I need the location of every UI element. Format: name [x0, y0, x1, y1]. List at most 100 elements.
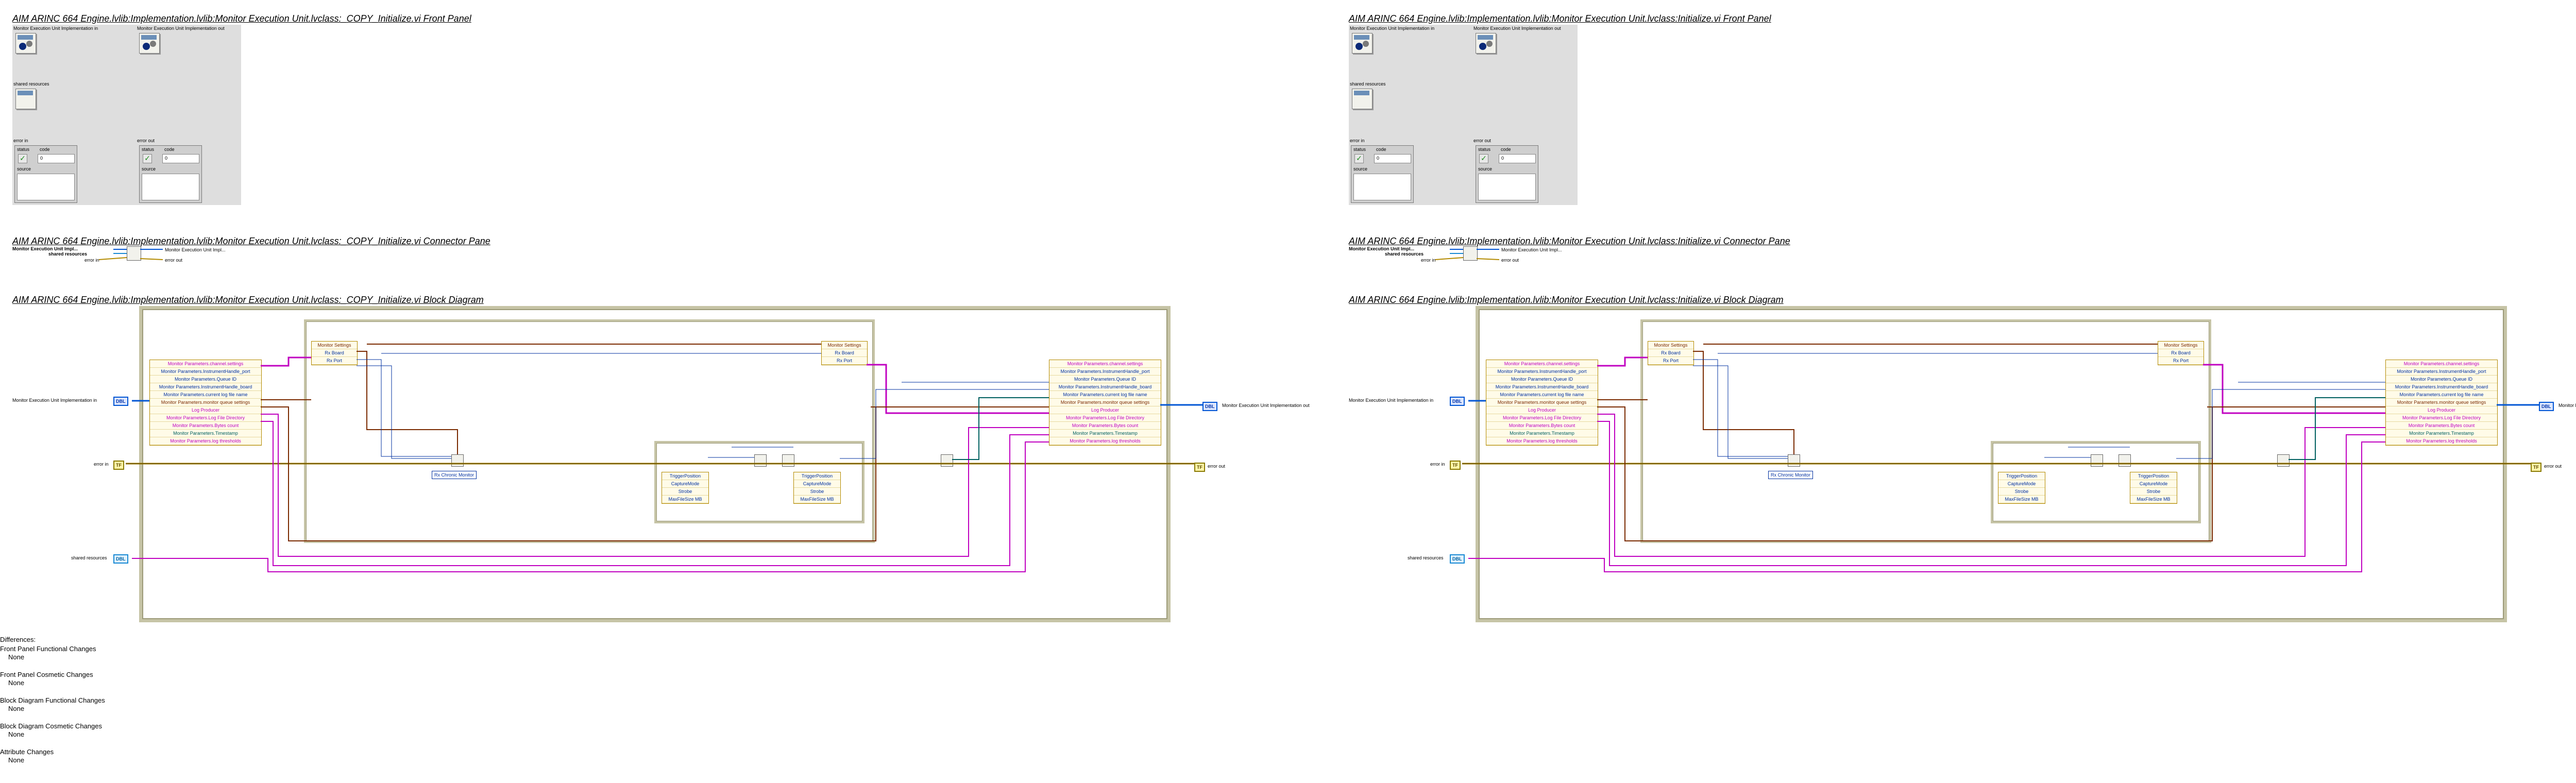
capture-settings-left[interactable]: TriggerPosition CaptureMode Strobe MaxFi… [662, 472, 709, 504]
unbundle-settings-left[interactable]: Monitor Settings Rx Board Rx Port [1648, 341, 1694, 365]
meu-out-terminal[interactable]: DBL [1202, 402, 1217, 411]
settings-row: Monitor Settings [2158, 342, 2204, 349]
meu-in-terminal[interactable]: DBL [113, 397, 128, 406]
source-field[interactable] [17, 174, 75, 200]
capture-settings-left[interactable]: TriggerPosition CaptureMode Strobe MaxFi… [1998, 472, 2045, 504]
meu-out-label: Monitor Execution Unit Implementation ou… [2558, 403, 2576, 408]
subvi-icon[interactable] [2277, 454, 2290, 467]
unbundle-settings-left[interactable]: Monitor Settings Rx Board Rx Port [311, 341, 358, 365]
bundle-row: Monitor Parameters.InstrumentHandle_port [1486, 368, 1598, 376]
error-out-cluster[interactable]: status code ✓ 0 source [139, 145, 202, 203]
code-label: code [1501, 147, 1511, 152]
capture-row: Strobe [2130, 488, 2177, 496]
error-out-terminal[interactable]: TF [2531, 463, 2541, 472]
connector-in-1: Monitor Execution Unit Impl... [12, 246, 78, 251]
diff-bd-functional-value: None [8, 705, 25, 712]
capture-settings-right[interactable]: TriggerPosition CaptureMode Strobe MaxFi… [2130, 472, 2177, 504]
front-panel-title: AIM ARINC 664 Engine.lvlib:Implementatio… [1349, 13, 1771, 24]
capture-row: CaptureMode [662, 480, 708, 488]
status-label: status [1353, 147, 1366, 152]
class-out-icon[interactable] [139, 33, 160, 54]
class-in-icon[interactable] [15, 33, 36, 54]
unbundle-node-left[interactable]: Monitor Parameters.channel.settings Moni… [1486, 360, 1598, 446]
settings-row: Rx Board [2158, 349, 2204, 357]
code-field[interactable]: 0 [1499, 154, 1536, 163]
code-field[interactable]: 0 [38, 154, 75, 163]
error-in-cluster[interactable]: status code ✓ 0 source [14, 145, 77, 203]
subvi-icon[interactable] [1788, 454, 1800, 467]
rx-chronic-monitor-enum[interactable]: Rx Chronic Monitor [432, 471, 477, 479]
subvi-icon[interactable] [2091, 454, 2103, 467]
connector-title: AIM ARINC 664 Engine.lvlib:Implementatio… [12, 236, 490, 246]
subvi-icon[interactable] [451, 454, 464, 467]
inner-structure [304, 319, 875, 543]
error-in-terminal[interactable]: TF [113, 461, 124, 470]
unbundle-settings-right[interactable]: Monitor Settings Rx Board Rx Port [821, 341, 868, 365]
capture-row: Strobe [794, 488, 840, 496]
meu-out-label: Monitor Execution Unit Implementation ou… [137, 26, 225, 31]
bundle-row: Monitor Parameters.Timestamp [1049, 430, 1161, 437]
subvi-icon[interactable] [2119, 454, 2131, 467]
connector-wires [1435, 249, 1500, 260]
inner-structure [1640, 319, 2211, 543]
connector-icon[interactable] [127, 246, 141, 261]
settings-row: Rx Board [822, 349, 867, 357]
subvi-icon[interactable] [754, 454, 767, 467]
meu-in-terminal[interactable]: DBL [1450, 397, 1465, 406]
status-check-icon[interactable]: ✓ [18, 154, 27, 163]
source-field[interactable] [1478, 174, 1536, 200]
capture-row: MaxFileSize MB [2130, 496, 2177, 503]
connector-pane: Monitor Execution Unit Impl... shared re… [1349, 246, 1562, 267]
meu-out-terminal[interactable]: DBL [2539, 402, 2554, 411]
bundle-row: Monitor Parameters.Timestamp [150, 430, 261, 437]
connector-icon[interactable] [1463, 246, 1478, 261]
capture-row: TriggerPosition [1998, 472, 2045, 480]
bundle-row: Monitor Parameters.channel.settings [150, 360, 261, 368]
unbundle-settings-right[interactable]: Monitor Settings Rx Board Rx Port [2158, 341, 2204, 365]
error-in-terminal[interactable]: TF [1450, 461, 1461, 470]
source-field[interactable] [1353, 174, 1411, 200]
bundle-node-right[interactable]: Monitor Parameters.channel.settings Moni… [2385, 360, 2498, 446]
shared-terminal[interactable]: DBL [1450, 554, 1465, 564]
unbundle-node-left[interactable]: Monitor Parameters.channel.settings Moni… [149, 360, 262, 446]
capture-row: TriggerPosition [662, 472, 708, 480]
rx-chronic-monitor-enum[interactable]: Rx Chronic Monitor [1768, 471, 1814, 479]
shared-resources-icon[interactable] [1352, 89, 1372, 109]
shared-resources-icon[interactable] [15, 89, 36, 109]
connector-out-2: error out [1501, 258, 1519, 263]
status-check-icon[interactable]: ✓ [1479, 154, 1488, 163]
error-out-terminal[interactable]: TF [1194, 463, 1205, 472]
bundle-node-right[interactable]: Monitor Parameters.channel.settings Moni… [1049, 360, 1161, 446]
status-check-icon[interactable]: ✓ [1354, 154, 1364, 163]
bundle-row: Monitor Parameters.monitor queue setting… [2386, 399, 2497, 406]
source-field[interactable] [142, 174, 199, 200]
case-structure [1991, 441, 2201, 523]
status-check-icon[interactable]: ✓ [143, 154, 152, 163]
error-in-cluster[interactable]: status code ✓ 0 source [1351, 145, 1414, 203]
code-field[interactable]: 0 [162, 154, 199, 163]
bundle-row: Log Producer [150, 406, 261, 414]
bundle-row: Monitor Parameters.log thresholds [150, 437, 261, 445]
right-panel: AIM ARINC 664 Engine.lvlib:Implementatio… [1336, 0, 2576, 783]
code-field[interactable]: 0 [1374, 154, 1411, 163]
bundle-row: Monitor Parameters.InstrumentHandle_port [1049, 368, 1161, 376]
block-diagram-title: AIM ARINC 664 Engine.lvlib:Implementatio… [1349, 295, 1784, 305]
error-out-cluster[interactable]: status code ✓ 0 source [1476, 145, 1538, 203]
bundle-row: Monitor Parameters.Log File Directory [2386, 414, 2497, 422]
subvi-icon[interactable] [941, 454, 953, 467]
connector-out-2: error out [165, 258, 183, 263]
subvi-icon[interactable] [782, 454, 794, 467]
class-in-icon[interactable] [1352, 33, 1372, 54]
shared-terminal[interactable]: DBL [113, 554, 128, 564]
front-panel-title: AIM ARINC 664 Engine.lvlib:Implementatio… [12, 13, 471, 24]
shared-label: shared resources [1350, 81, 1386, 87]
connector-title: AIM ARINC 664 Engine.lvlib:Implementatio… [1349, 236, 1790, 246]
settings-row: Rx Port [2158, 357, 2204, 365]
capture-row: CaptureMode [2130, 480, 2177, 488]
status-label: status [1478, 147, 1491, 152]
capture-settings-right[interactable]: TriggerPosition CaptureMode Strobe MaxFi… [793, 472, 841, 504]
class-out-icon[interactable] [1476, 33, 1496, 54]
bundle-row: Monitor Parameters.Log File Directory [1486, 414, 1598, 422]
block-diagram-title: AIM ARINC 664 Engine.lvlib:Implementatio… [12, 295, 484, 305]
capture-row: MaxFileSize MB [794, 496, 840, 503]
